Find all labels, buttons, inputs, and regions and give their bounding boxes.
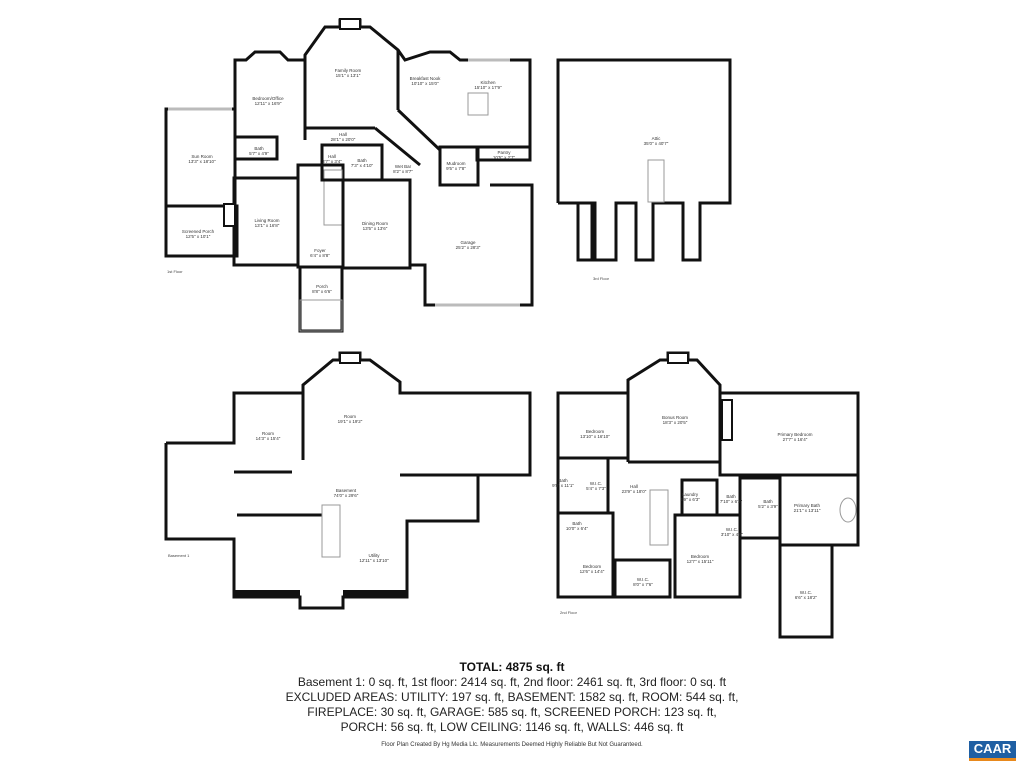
- floor-label-3rd: 3rd Floor: [593, 276, 610, 281]
- excluded-areas-line-2: FIREPLACE: 30 sq. ft, GARAGE: 585 sq. ft…: [307, 705, 717, 719]
- floor-label-2nd: 2nd Floor: [560, 610, 577, 615]
- caar-logo: CAAR: [969, 741, 1016, 761]
- floor-label-1st: 1st Floor: [167, 269, 183, 274]
- floor-areas-line: Basement 1: 0 sq. ft, 1st floor: 2414 sq…: [297, 675, 727, 689]
- room-label-wic-d: W.I.C.6'6" x 18'2": [794, 590, 818, 600]
- caar-logo-accent-bar: [969, 758, 1016, 761]
- third-floor-plan: [556, 58, 732, 262]
- floor-label-basement: Basement 1: [168, 553, 190, 558]
- floor-plan-drawing: [164, 18, 860, 639]
- first-floor-plan: [164, 18, 534, 333]
- total-area: TOTAL: 4875 sq. ft: [459, 660, 565, 674]
- basement-plan: [164, 351, 532, 610]
- caar-logo-text: CAAR: [973, 741, 1012, 756]
- room-label-wic-a: W.I.C.5'4" x 7'3": [586, 481, 606, 491]
- room-label-wic-c: W.I.C.8'0" x 7'6": [633, 577, 653, 587]
- room-label-wic-b: W.I.C.3'10" x 4'9": [720, 527, 744, 537]
- disclaimer-credit: Floor Plan Created By Hg Media Llc. Meas…: [381, 742, 643, 748]
- excluded-areas-line-1: EXCLUDED AREAS: UTILITY: 197 sq. ft, BAS…: [285, 690, 739, 704]
- second-floor-plan: [556, 351, 860, 639]
- excluded-areas-line-3: PORCH: 56 sq. ft, LOW CEILING: 1146 sq. …: [340, 720, 684, 734]
